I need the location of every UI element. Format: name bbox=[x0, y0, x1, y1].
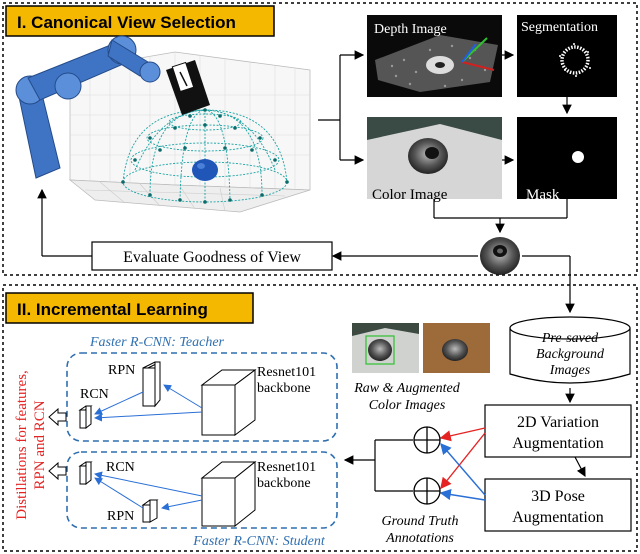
student-backbone-line2: backbone bbox=[257, 476, 311, 491]
aug-3d-box: 3D Pose Augmentation bbox=[484, 478, 632, 532]
depth-image: Depth Image bbox=[367, 15, 502, 97]
aug-2d-box: 2D Variation Augmentation bbox=[484, 404, 632, 458]
color-image: Color Image bbox=[367, 117, 502, 203]
sum-node-top bbox=[413, 426, 441, 454]
gt-line1: Ground Truth bbox=[382, 514, 459, 529]
teacher-label: Faster R-CNN: Teacher bbox=[89, 335, 225, 350]
evaluate-view-box: Evaluate Goodness of View bbox=[91, 241, 333, 271]
sum-node-bottom bbox=[413, 477, 441, 505]
section1-arrows bbox=[37, 50, 575, 314]
segmentation-image: Segmentation bbox=[517, 15, 617, 97]
object-render bbox=[480, 237, 520, 275]
student-rcn-label: RCN bbox=[106, 460, 135, 475]
mask-label: Mask bbox=[526, 187, 560, 203]
robot-viewpoint-plot bbox=[15, 35, 311, 213]
teacher-network: Faster R-CNN: Teacher RPN RCN Resnet101 … bbox=[66, 335, 338, 442]
student-label: Faster R-CNN: Student bbox=[192, 534, 326, 549]
distill-line2: RPN and RCN bbox=[32, 400, 48, 489]
teacher-backbone-line1: Resnet101 bbox=[257, 365, 316, 380]
section2-title: II. Incremental Learning bbox=[17, 300, 208, 319]
target-object bbox=[192, 159, 218, 181]
section1-frame bbox=[2, 2, 638, 276]
section1-title-badge: I. Canonical View Selection bbox=[5, 5, 275, 37]
raw-augmented-images: Raw & Augmented Color Images bbox=[352, 323, 490, 413]
teacher-rpn-label: RPN bbox=[108, 363, 135, 378]
distill-line1: Distillations for features, bbox=[14, 370, 30, 520]
student-backbone-line1: Resnet101 bbox=[257, 460, 316, 475]
distillation-arrows bbox=[48, 407, 67, 481]
student-rpn-label: RPN bbox=[107, 509, 134, 524]
distillation-label: Distillations for features, RPN and RCN bbox=[14, 370, 48, 520]
color-image-label: Color Image bbox=[372, 187, 448, 203]
db-label-line2: Background bbox=[536, 347, 605, 362]
gt-line2: Annotations bbox=[385, 531, 454, 546]
aug-3d-line2: Augmentation bbox=[512, 509, 604, 526]
teacher-rcn-label: RCN bbox=[80, 387, 109, 402]
segmentation-label: Segmentation bbox=[521, 20, 598, 35]
raw-aug-line2: Color Images bbox=[369, 398, 446, 413]
evaluate-view-label: Evaluate Goodness of View bbox=[123, 249, 301, 266]
colored-arrows bbox=[439, 427, 486, 501]
background-images-db: Pre-saved Background Images bbox=[509, 316, 631, 384]
db-label-line3: Images bbox=[549, 363, 591, 378]
section1-title: I. Canonical View Selection bbox=[17, 13, 236, 32]
db-label-line1: Pre-saved bbox=[541, 331, 599, 346]
aug-2d-line2: Augmentation bbox=[512, 435, 604, 452]
raw-aug-line1: Raw & Augmented bbox=[353, 381, 461, 396]
depth-image-label: Depth Image bbox=[374, 22, 447, 37]
section2-arrows bbox=[343, 388, 586, 492]
robot-arm bbox=[15, 35, 210, 179]
section2-title-badge: II. Incremental Learning bbox=[5, 292, 254, 324]
aug-2d-line1: 2D Variation bbox=[517, 414, 599, 431]
aug-3d-line1: 3D Pose bbox=[531, 488, 585, 505]
mask-image: Mask bbox=[517, 117, 617, 203]
student-network: RCN RPN Resnet101 backbone Faster R-CNN:… bbox=[66, 451, 338, 549]
teacher-backbone-line2: backbone bbox=[257, 381, 311, 396]
